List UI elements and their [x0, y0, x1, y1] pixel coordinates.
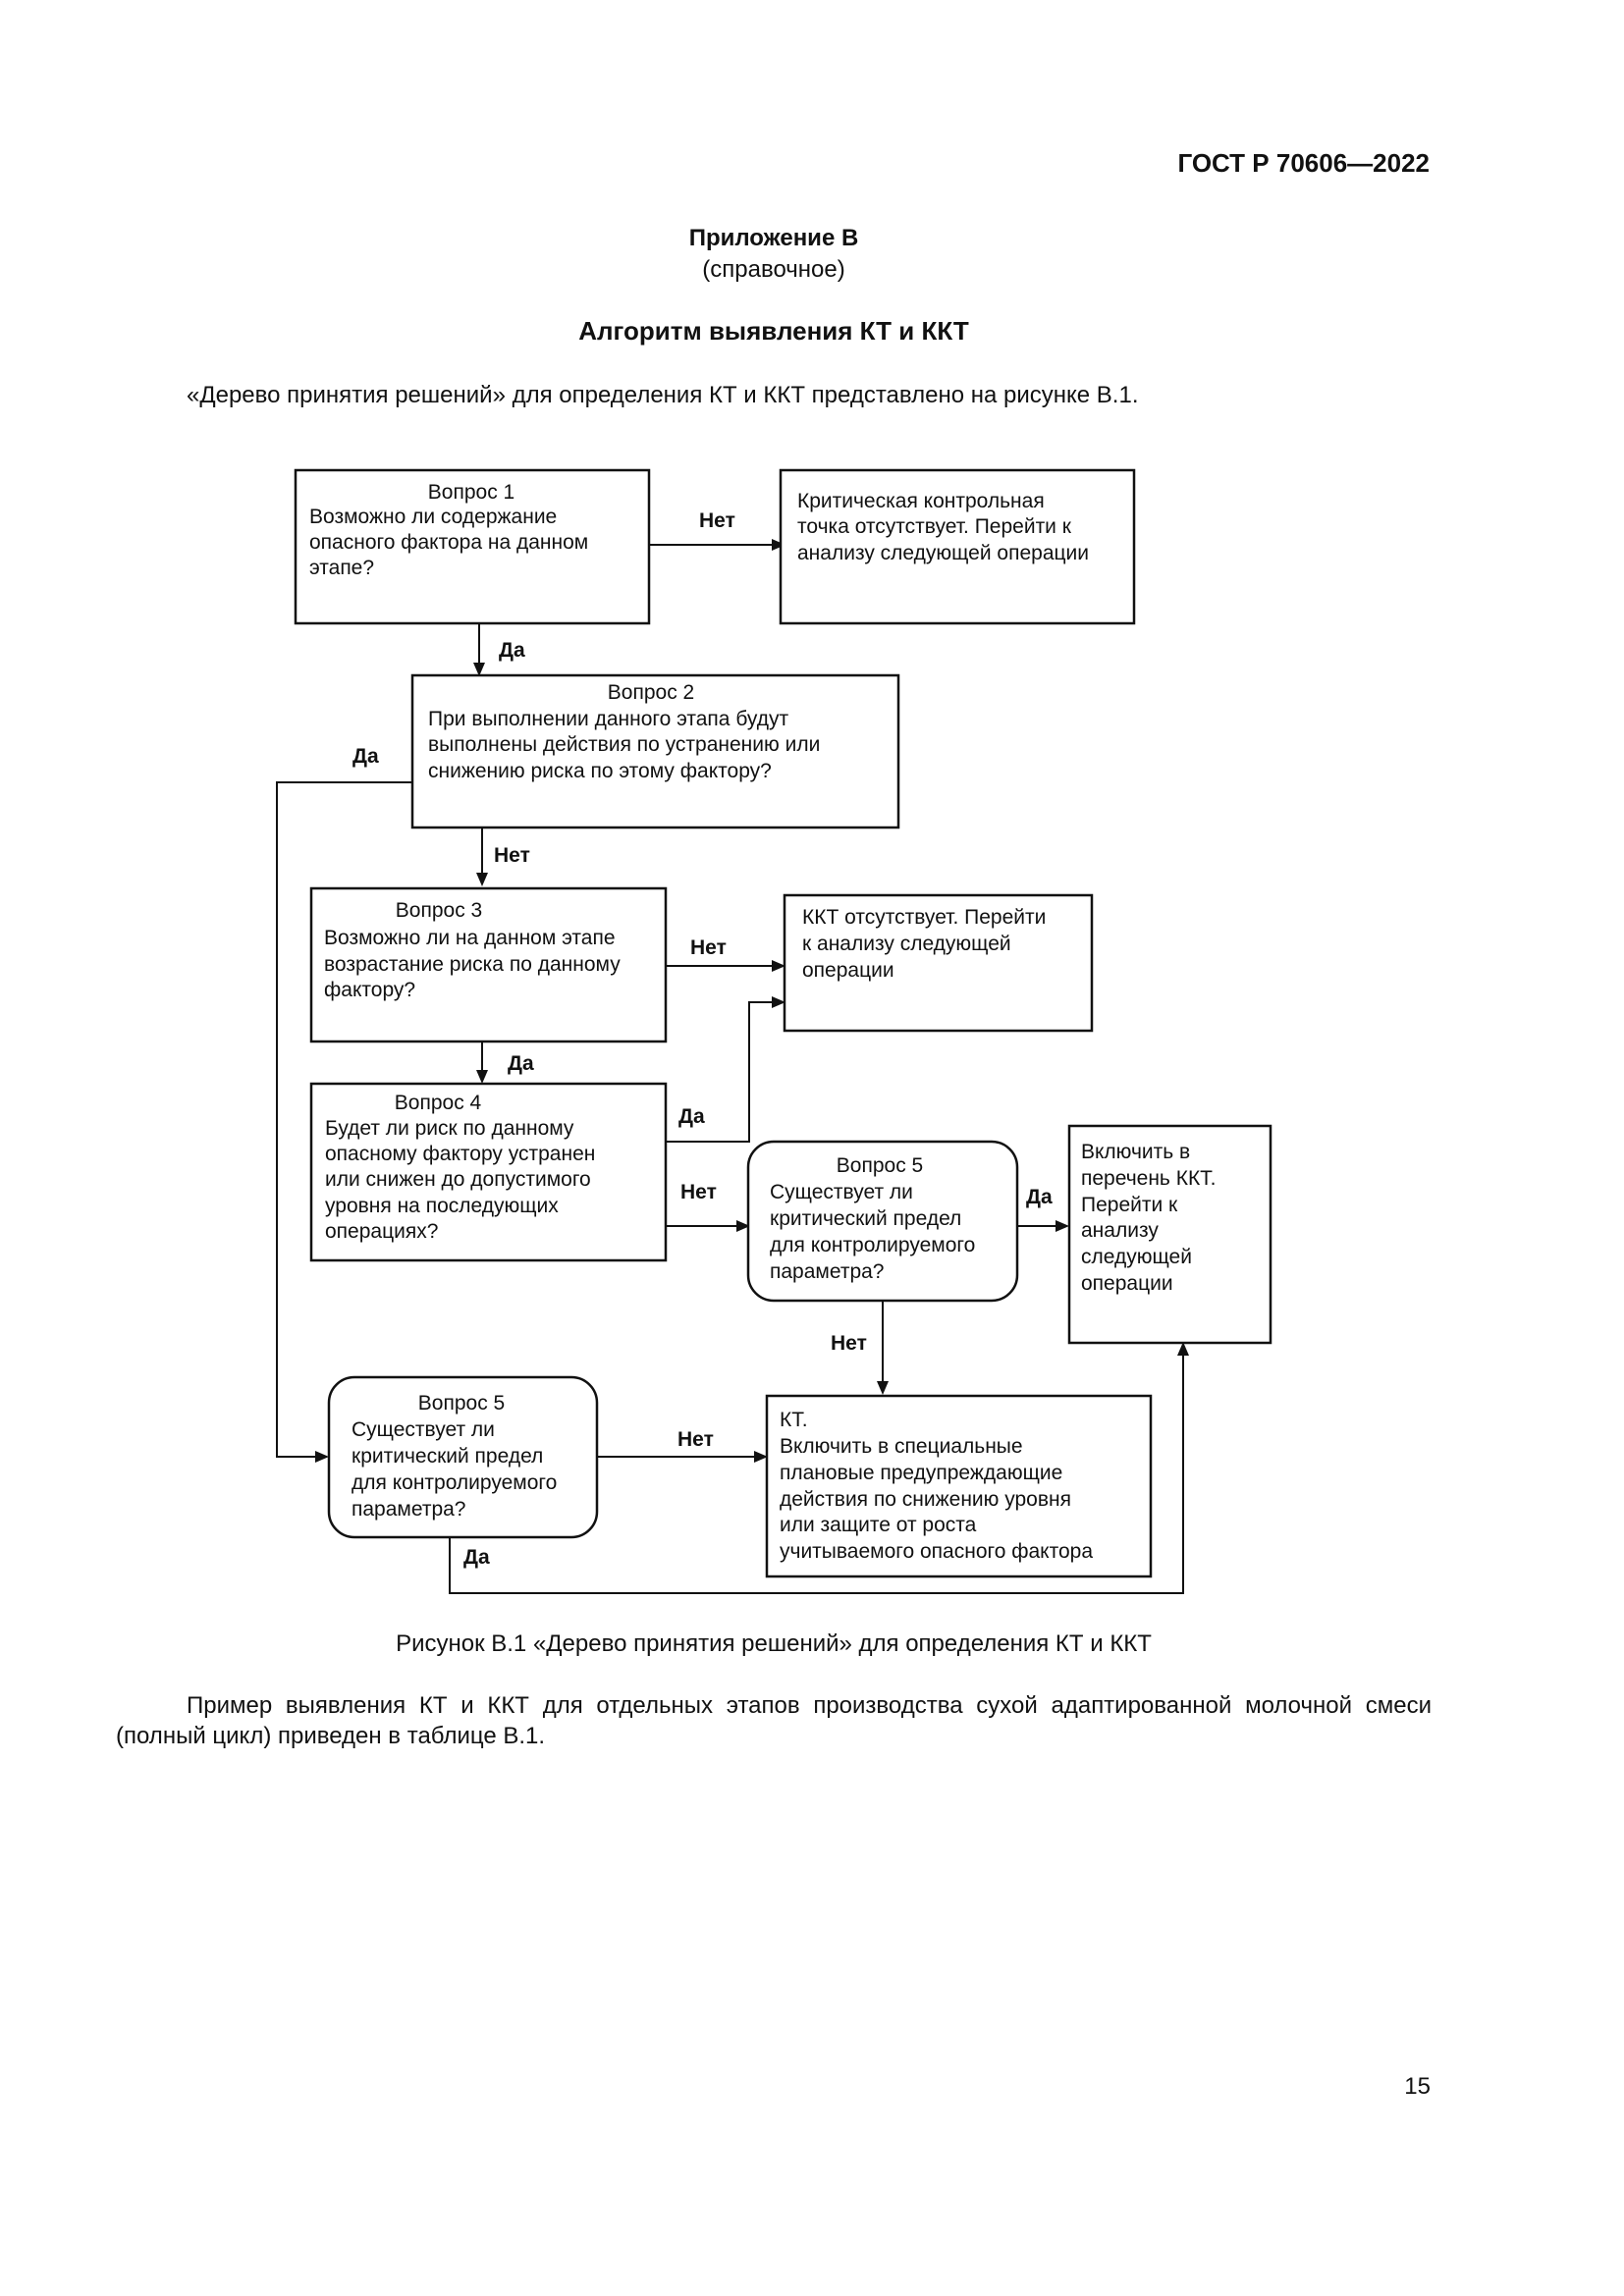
label-q3-yes: Да	[508, 1052, 534, 1075]
q5b-title: Вопрос 5	[418, 1392, 505, 1415]
q2-line: выполнены действия по устранению или	[428, 733, 820, 756]
q4-line: или снижен до допустимого	[325, 1168, 591, 1191]
standard-code: ГОСТ Р 70606—2022	[1177, 148, 1430, 178]
q5b-line: параметра?	[352, 1498, 465, 1521]
q5b-line: для контролируемого	[352, 1471, 557, 1494]
connector-q2-yes	[276, 781, 412, 1458]
arrowhead	[1177, 1342, 1189, 1356]
q4-title: Вопрос 4	[395, 1092, 482, 1114]
q3-line: фактору?	[324, 979, 415, 1001]
q5b-line: критический предел	[352, 1445, 543, 1468]
out2-line: операции	[802, 959, 894, 982]
out3-line: анализу	[1081, 1219, 1159, 1242]
out4-line: учитываемого опасного фактора	[780, 1540, 1093, 1563]
section-title: Алгоритм выявления КТ и ККТ	[578, 316, 969, 346]
q5a-line: Существует ли	[770, 1181, 913, 1203]
q4-line: опасному фактору устранен	[325, 1143, 595, 1165]
arrowhead	[315, 1451, 329, 1463]
out3-line: Перейти к	[1081, 1194, 1178, 1216]
out4-line: действия по снижению уровня	[780, 1488, 1071, 1511]
arrowhead	[736, 1220, 750, 1232]
arrowhead	[473, 663, 485, 676]
out3-line: следующей	[1081, 1246, 1192, 1268]
q1-line: опасного фактора на данном	[309, 531, 588, 554]
arrowhead	[877, 1381, 889, 1395]
q5b-line: Существует ли	[352, 1418, 495, 1441]
q2-line: При выполнении данного этапа будут	[428, 708, 788, 730]
arrowheads	[315, 539, 1189, 1463]
connectors	[276, 544, 1184, 1594]
out3-line: операции	[1081, 1272, 1173, 1295]
label-q4-yes: Да	[678, 1105, 705, 1128]
connector-q4-yes	[666, 1001, 774, 1143]
outcome-no-cp-box	[779, 468, 1136, 625]
label-q5b-no: Нет	[677, 1428, 714, 1451]
arrowhead	[476, 1070, 488, 1084]
q2-title: Вопрос 2	[608, 681, 694, 704]
outcome-no-ccp-box	[783, 893, 1094, 1033]
appendix-subtitle: (справочное)	[702, 256, 845, 283]
label-q5a-no: Нет	[831, 1332, 867, 1355]
question-5a-box	[746, 1140, 1019, 1303]
out1-line: анализу следующей операции	[797, 542, 1089, 564]
question-2-box	[410, 673, 900, 829]
label-q4-no: Нет	[680, 1181, 717, 1203]
q3-title: Вопрос 3	[396, 899, 482, 922]
out3-line: Включить в	[1081, 1141, 1190, 1163]
arrowhead	[476, 873, 488, 886]
out3-line: перечень ККТ.	[1081, 1167, 1217, 1190]
arrowhead	[772, 539, 785, 551]
q1-title: Вопрос 1	[428, 481, 514, 504]
q5a-title: Вопрос 5	[837, 1154, 923, 1177]
connector-q5b-yes	[449, 1353, 1184, 1594]
q4-line: уровня на последующих	[325, 1195, 559, 1217]
intro-paragraph: «Дерево принятия решений» для определени…	[187, 382, 1139, 408]
label-q2-yes: Да	[352, 745, 379, 768]
arrowhead	[772, 960, 785, 972]
q1-line: этапе?	[309, 557, 374, 579]
question-3-box	[309, 886, 668, 1043]
out1-line: точка отсутствует. Перейти к	[797, 515, 1072, 538]
question-4-box	[309, 1082, 668, 1262]
q3-line: возрастание риска по данному	[324, 953, 621, 976]
decision-tree-flowchart: Вопрос 1 Возможно ли содержание опасного…	[276, 468, 1272, 1594]
label-q2-no: Нет	[494, 844, 530, 867]
label-q1-yes: Да	[499, 639, 525, 662]
example-paragraph: Пример выявления КТ и ККТ для отдельных …	[116, 1692, 1432, 1749]
appendix-title: Приложение В	[688, 225, 859, 251]
arrowhead	[1056, 1220, 1069, 1232]
out4-line: КТ.	[780, 1409, 808, 1431]
out1-line: Критическая контрольная	[797, 490, 1045, 512]
label-q5b-yes: Да	[463, 1546, 490, 1569]
outcome-cp-box	[765, 1394, 1153, 1578]
question-1-box	[294, 468, 651, 625]
q5a-line: параметра?	[770, 1260, 884, 1283]
q2-line: снижению риска по этому фактору?	[428, 760, 772, 782]
label-q1-no: Нет	[699, 509, 735, 532]
out4-line: или защите от роста	[780, 1514, 977, 1536]
q1-line: Возможно ли содержание	[309, 506, 557, 528]
arrowhead	[754, 1451, 768, 1463]
arrowhead	[772, 996, 785, 1008]
outcome-ccp-list-box	[1067, 1124, 1272, 1345]
figure-caption: Рисунок В.1 «Дерево принятия решений» дл…	[396, 1630, 1152, 1657]
out2-line: к анализу следующей	[802, 933, 1011, 955]
q3-line: Возможно ли на данном этапе	[324, 927, 616, 949]
label-q3-no: Нет	[690, 936, 727, 959]
out2-line: ККТ отсутствует. Перейти	[802, 906, 1046, 929]
q5a-line: для контролируемого	[770, 1234, 975, 1256]
label-q5a-yes: Да	[1026, 1186, 1053, 1208]
q4-line: операциях?	[325, 1220, 438, 1243]
q5a-line: критический предел	[770, 1207, 961, 1230]
q4-line: Будет ли риск по данному	[325, 1117, 574, 1140]
question-5b-box	[327, 1375, 599, 1539]
page-number: 15	[1404, 2073, 1431, 2100]
out4-line: плановые предупреждающие	[780, 1462, 1062, 1484]
out4-line: Включить в специальные	[780, 1435, 1023, 1458]
